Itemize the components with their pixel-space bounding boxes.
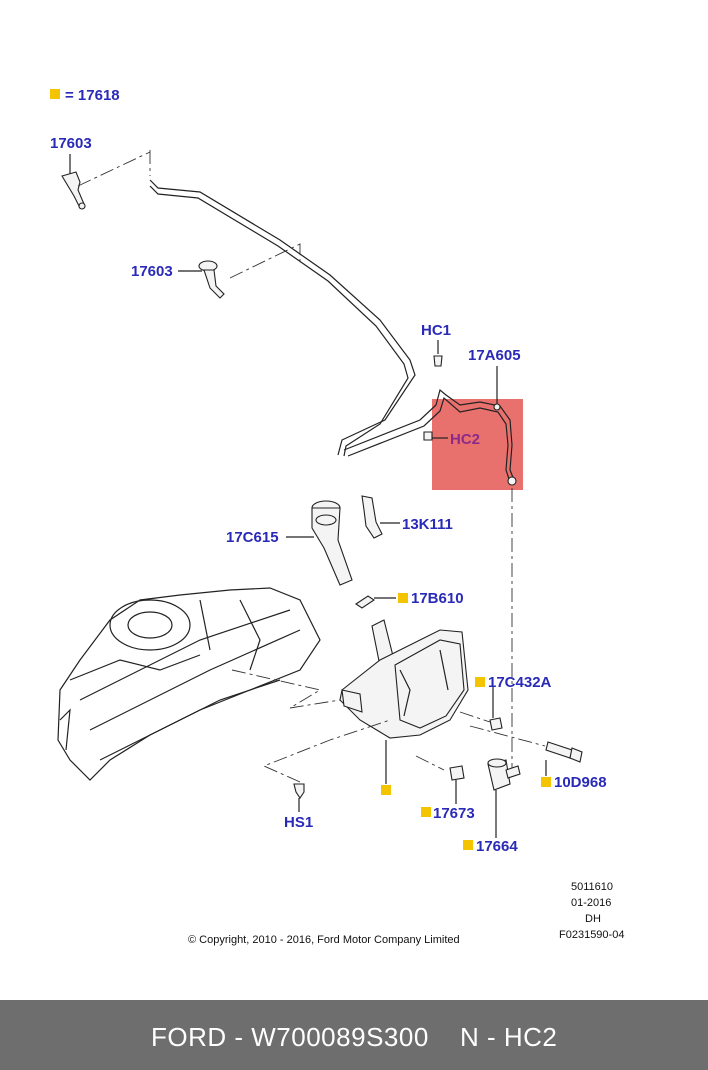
washer-hose [149,179,416,456]
dash-nozzle-top [77,151,151,187]
callout-17603-top: 17603 [50,135,92,152]
callout-hc2: HC2 [450,431,480,448]
washer-reservoir [339,619,469,739]
meta-line-3: DH [585,913,601,925]
callout-17664: 17664 [476,838,518,855]
footer-bar: FORD - W700089S300 N - HC2 [0,1000,708,1070]
callout-17b610: 17B610 [411,590,464,607]
vehicle-front-structure [57,587,321,781]
callout-13k111: 13K111 [402,516,453,533]
washer-pump-17664 [487,758,521,791]
clip-hc1 [433,355,443,367]
meta-line-2: 01-2016 [571,897,611,909]
legend-text: = 17618 [65,87,120,104]
callout-17673: 17673 [433,805,475,822]
dash-reservoir-left [231,669,341,709]
callout-hc1: HC1 [421,322,451,339]
dash-nozzle-middle [229,243,301,279]
meta-line-1: 5011610 [571,881,613,893]
marker-17664 [463,840,473,850]
marker-10d968 [541,777,551,787]
callout-17a605: 17A605 [468,347,521,364]
screw-hs1 [293,783,305,799]
clip-hc2 [423,431,433,441]
copyright-text: © Copyright, 2010 - 2016, Ford Motor Com… [188,934,460,946]
legend-marker [50,89,60,99]
callout-hs1: HS1 [284,814,313,831]
filler-neck [311,500,353,586]
callout-17c432a: 17C432A [488,674,552,691]
bracket-13k111 [361,495,383,539]
washer-nozzle-middle [198,260,225,299]
washer-nozzle-top [61,171,86,210]
footer-reference: N - HC2 [460,1022,558,1052]
seal-17b610 [355,595,375,609]
marker-reservoir [381,785,391,795]
level-sensor-10d968 [545,741,583,763]
marker-17b610 [398,593,408,603]
callout-10d968: 10D968 [554,774,607,791]
grommet-17c432a [489,717,503,731]
callout-17c615: 17C615 [226,529,279,546]
grommet-17673 [449,765,465,781]
meta-line-4: F0231590-04 [559,929,624,941]
footer-part-number: FORD - W700089S300 [151,1022,429,1052]
marker-17673 [421,807,431,817]
callout-17603-middle: 17603 [131,263,173,280]
washer-system-diagram: = 17618 17603 17603 HC1 17A605 [50,87,624,941]
marker-17c432a [475,677,485,687]
dash-hs1 [262,719,391,783]
